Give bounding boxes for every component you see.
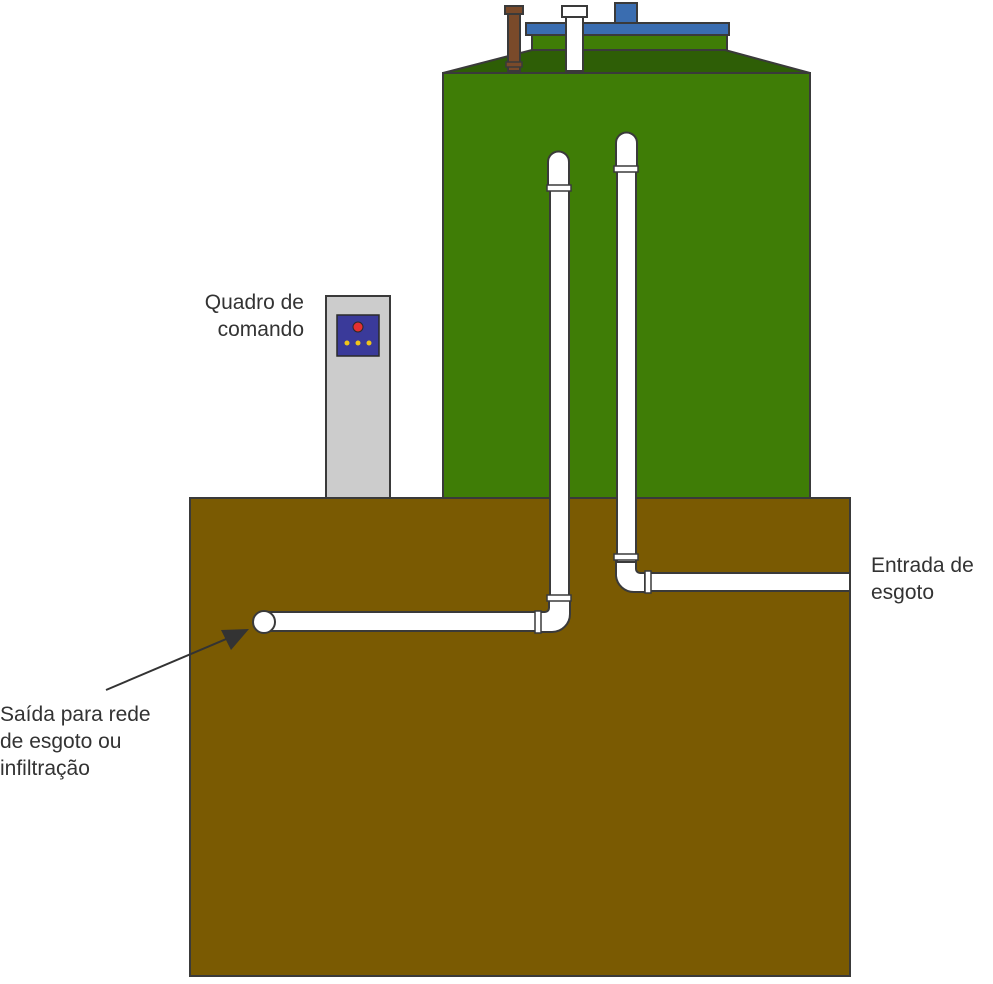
inlet-pipe-vertical	[616, 159, 637, 563]
indicator-yellow-light-2	[355, 340, 361, 346]
vent-pipe-brown-band	[505, 61, 523, 68]
outlet-pipe	[252, 150, 572, 634]
arrow-head	[221, 629, 249, 650]
outlet-pipe-vertical	[549, 179, 570, 601]
indicator-red-light	[352, 321, 364, 333]
tank-lid-ring	[531, 34, 728, 51]
outlet-label-line-3: infiltração	[0, 757, 90, 780]
inlet-pipe-top-bend	[615, 131, 638, 169]
indicator-yellow-light-3	[366, 340, 372, 346]
tank-lid	[525, 22, 730, 36]
control-panel-icon	[325, 295, 391, 499]
inlet-pipe	[613, 131, 851, 594]
inlet-pipe-collar-side	[644, 570, 652, 594]
outlet-pipe-horizontal	[263, 611, 543, 632]
inlet-pipe-collar-top	[613, 165, 639, 173]
inlet-label-line-2: esgoto	[871, 581, 935, 604]
outlet-label-line-2: de esgoto ou	[0, 730, 122, 753]
outlet-label-line-1: Saída para rede	[0, 703, 151, 726]
outlet-pipe-collar-top	[546, 184, 572, 192]
lid-handle	[614, 2, 638, 24]
vent-pipe-white	[565, 15, 584, 72]
inlet-pipe-elbow	[615, 559, 646, 594]
control-screen	[336, 314, 380, 357]
outlet-pipe-collar-bottom	[546, 594, 572, 602]
arrow-icon	[105, 629, 249, 691]
tank-roof	[442, 49, 811, 74]
indicator-yellow-light-1	[344, 340, 350, 346]
outlet-pipe-top-bend	[547, 150, 570, 189]
ground-soil	[189, 497, 851, 977]
inlet-label: Entrada de esgoto	[871, 552, 974, 606]
outlet-pipe-elbow	[539, 599, 571, 633]
inlet-pipe-horizontal	[635, 572, 851, 592]
control-panel-label-line-2: comando	[217, 318, 304, 341]
arrow-shaft	[105, 633, 239, 691]
inlet-label-line-1: Entrada de	[871, 554, 974, 577]
outlet-label: Saída para rede de esgoto ou infiltração	[0, 701, 151, 782]
vent-pipe-white-cap	[561, 5, 588, 18]
vent-pipe-icon	[504, 5, 588, 72]
outlet-pipe-collar-side	[534, 610, 542, 634]
outlet-pipe-opening	[252, 610, 276, 634]
inlet-pipe-collar-bottom	[613, 553, 639, 561]
vent-pipe-brown-cap	[504, 5, 524, 15]
control-panel-label-line-1: Quadro de	[204, 291, 304, 314]
control-panel-label: Quadro de comando	[150, 289, 304, 343]
